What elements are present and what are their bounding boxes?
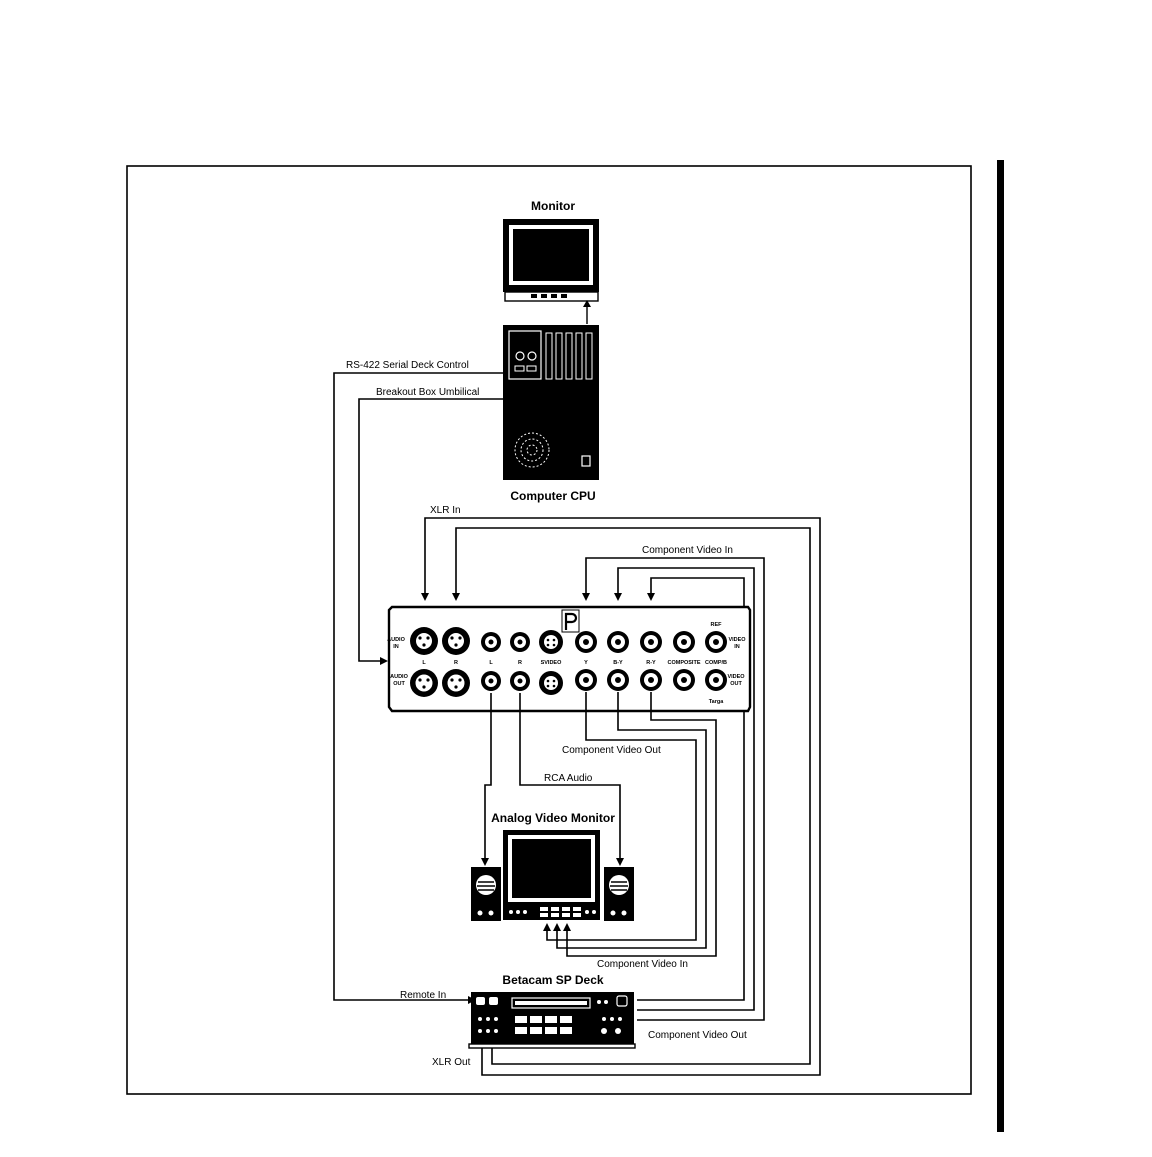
xlr-in-left-arrow [421,593,429,601]
video-in-label-2: IN [734,644,740,650]
remote-in-label: Remote In [400,990,446,1001]
comp-in-by-arrow [614,593,622,601]
xlr-cable-inner [455,527,811,1065]
connector-label-y: Y [584,660,588,666]
audio-out-label-2: OUT [393,681,405,687]
breakout-box [387,605,752,713]
brand-label: Targa [709,699,725,705]
comp-video-out-mid-label: Component Video Out [562,745,661,756]
xlr-out-label: XLR Out [432,1057,471,1068]
video-out-label-1: VIDEO [727,674,745,680]
umbilical-cable [358,398,503,662]
video-out-label-2: OUT [730,681,742,687]
audio-in-label-2: IN [393,644,399,650]
comp-in-ry-arrow [647,593,655,601]
connector-label-ry: R-Y [646,660,656,666]
right-speaker [604,867,634,921]
connector-label-svideo: SVIDEO [541,660,563,666]
comp-in-y-cable [585,557,765,1021]
comp-video-out-bottom-label: Component Video Out [648,1030,747,1041]
comp-out-y-arrow [543,923,551,931]
comp-out-by-cable [556,692,707,949]
deck-title: Betacam SP Deck [502,973,604,987]
cpu-title: Computer CPU [510,489,595,503]
betacam-deck [468,992,636,1049]
rca-left-arrow [481,858,489,866]
rca-audio-label: RCA Audio [544,773,593,784]
monitor-title: Monitor [531,199,575,213]
rca-right-arrow [616,858,624,866]
page-margin-rule [997,160,1004,1132]
comp-in-ry-cable [637,577,745,1001]
audio-out-label-1: AUDIO [390,674,408,680]
audio-in-label-1: AUDIO [387,637,405,643]
rca-audio-right-cable [519,693,621,862]
comp-in-by-cable [617,567,755,1011]
comp-out-by-arrow [553,923,561,931]
comp-out-ry-cable [566,692,717,957]
umbilical-label: Breakout Box Umbilical [376,387,479,398]
rs422-cable [333,372,503,1001]
connector-label-by: B-Y [613,660,623,666]
video-in-label-1: VIDEO [728,637,746,643]
comp-video-in-top-label: Component Video In [642,545,733,556]
comp-out-ry-arrow [563,923,571,931]
monitor-cable-arrow [583,300,591,307]
connector-label-compb: COMP/B [705,660,727,666]
xlr-in-label: XLR In [430,505,461,516]
connector-label-r-rca: R [518,660,522,666]
xlr-in-right-arrow [452,593,460,601]
xlr-cable-outer [424,517,821,1076]
rs422-label: RS-422 Serial Deck Control [346,360,469,371]
comp-in-y-arrow [582,593,590,601]
analog-video-monitor [503,830,600,920]
computer-cpu [503,325,599,480]
connector-label-l-xlr: L [422,660,426,666]
umbilical-arrow [380,657,388,665]
analog-monitor-title: Analog Video Monitor [491,811,615,825]
computer-monitor [503,219,599,302]
comp-out-y-cable [546,692,697,941]
left-speaker [471,867,501,921]
connector-label-r-xlr: R [454,660,458,666]
diagram-frame [126,165,972,1095]
connector-label-l-rca: L [489,660,493,666]
rca-audio-left-cable [484,693,492,862]
comp-video-in-bottom-label: Component Video In [597,959,688,970]
connector-label-composite: COMPOSITE [667,660,700,666]
ref-label: REF [711,622,723,628]
